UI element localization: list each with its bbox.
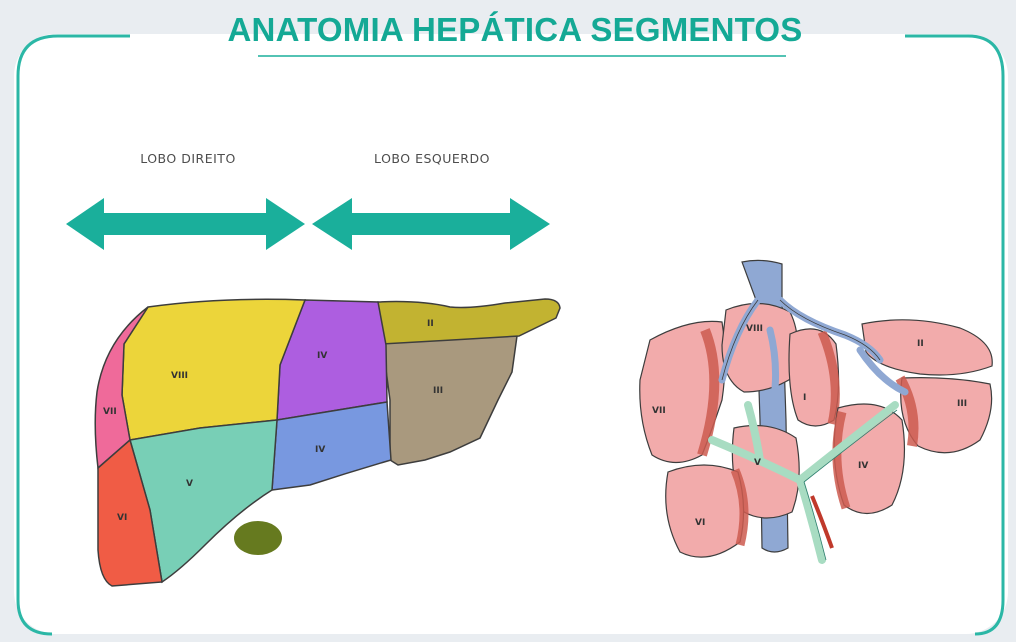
segment-ivb	[271, 401, 392, 491]
exploded-label-iv: IV	[858, 461, 868, 471]
hepatic-artery	[810, 495, 834, 549]
flat-label-iii: III	[433, 386, 443, 396]
exploded-segment-ii	[861, 319, 993, 376]
arrow-right-lobe-icon	[66, 198, 305, 250]
segment-iv-cut	[832, 410, 851, 510]
segment-iii-cut	[895, 375, 919, 447]
flat-liver: II III IV IV V VI VII VIII	[94, 298, 561, 587]
portal-vein-edges	[803, 409, 898, 561]
portal-vein	[708, 401, 899, 564]
segment-vi-cut	[730, 468, 749, 547]
hepatic-vein-edges	[721, 299, 881, 381]
lobe-left-label: LOBO ESQUERDO	[374, 151, 490, 166]
exploded-label-viii: VIII	[746, 324, 763, 334]
flat-label-iva: IV	[317, 351, 327, 361]
flat-label-vii: VII	[103, 407, 117, 417]
flat-label-v: V	[186, 479, 193, 489]
exploded-label-iii: III	[957, 399, 967, 409]
segment-i-cut	[817, 330, 840, 425]
flat-label-ivb: IV	[315, 445, 325, 455]
page-title: ANATOMIA HEPÁTICA SEGMENTOS	[228, 11, 803, 48]
exploded-label-v: V	[754, 458, 761, 468]
frame-left	[16, 34, 130, 636]
segment-vi	[97, 438, 163, 587]
flat-label-ii: II	[427, 319, 434, 329]
arrow-left-lobe-icon	[312, 198, 550, 250]
exploded-liver: VIII VII I II III IV V VI	[639, 259, 993, 564]
lobe-right-label: LOBO DIREITO	[140, 151, 236, 166]
exploded-segment-vi	[665, 464, 745, 558]
segment-viii	[121, 298, 307, 441]
exploded-label-i: I	[803, 393, 806, 403]
frame-right	[905, 34, 1005, 636]
exploded-label-vi: VI	[695, 518, 705, 528]
gallbladder	[234, 521, 282, 555]
segment-v	[129, 419, 278, 584]
exploded-label-vii: VII	[652, 406, 666, 416]
segment-vii-cut	[697, 328, 720, 457]
exploded-segment-iii	[900, 377, 993, 454]
exploded-label-ii: II	[917, 339, 924, 349]
segment-ii	[377, 298, 561, 345]
flat-label-viii: VIII	[171, 371, 188, 381]
flat-label-vi: VI	[117, 513, 127, 523]
